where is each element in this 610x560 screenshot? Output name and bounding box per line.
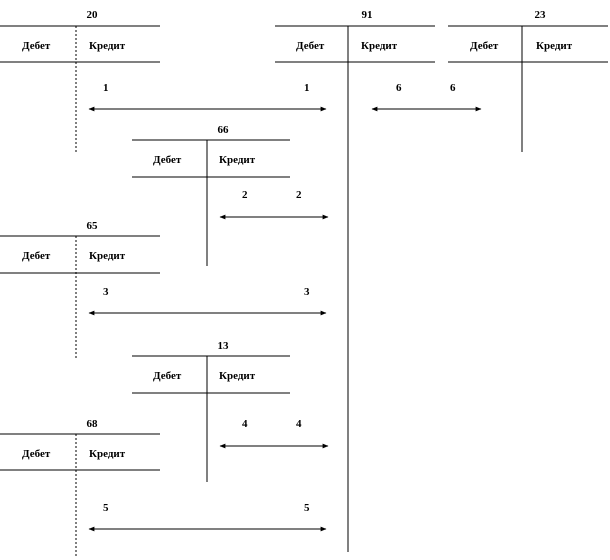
operation-6-label-right: 6 xyxy=(450,82,456,94)
account-91-debit-label: Дебет xyxy=(296,40,325,52)
account-91-title: 91 xyxy=(361,9,373,21)
operation-6-label-left: 6 xyxy=(396,82,402,94)
account-68-title: 68 xyxy=(86,418,98,430)
account-13-credit-label: Кредит xyxy=(219,370,256,382)
account-20-credit-label: Кредит xyxy=(89,40,126,52)
account-66-title: 66 xyxy=(217,124,229,136)
account-13-title: 13 xyxy=(217,340,229,352)
account-13-debit-label: Дебет xyxy=(153,370,182,382)
operation-5-label-left: 5 xyxy=(103,502,109,514)
operation-5-label-right: 5 xyxy=(304,502,310,514)
operation-2-label-left: 2 xyxy=(242,189,248,201)
account-65-title: 65 xyxy=(86,220,98,232)
operation-1-label-right: 1 xyxy=(304,82,310,94)
account-20-title: 20 xyxy=(86,9,98,21)
operation-4-label-left: 4 xyxy=(242,418,248,430)
account-68-debit-label: Дебет xyxy=(22,448,51,460)
account-65-debit-label: Дебет xyxy=(22,250,51,262)
operation-3-label-right: 3 xyxy=(304,286,310,298)
account-66-credit-label: Кредит xyxy=(219,154,256,166)
account-23-debit-label: Дебет xyxy=(470,40,499,52)
account-65-credit-label: Кредит xyxy=(89,250,126,262)
account-91-credit-label: Кредит xyxy=(361,40,398,52)
account-66-debit-label: Дебет xyxy=(153,154,182,166)
account-23-credit-label: Кредит xyxy=(536,40,573,52)
account-68-credit-label: Кредит xyxy=(89,448,126,460)
account-20-debit-label: Дебет xyxy=(22,40,51,52)
operation-3-label-left: 3 xyxy=(103,286,109,298)
operation-1-label-left: 1 xyxy=(103,82,109,94)
operation-4-label-right: 4 xyxy=(296,418,302,430)
operation-2-label-right: 2 xyxy=(296,189,302,201)
account-23-title: 23 xyxy=(534,9,546,21)
